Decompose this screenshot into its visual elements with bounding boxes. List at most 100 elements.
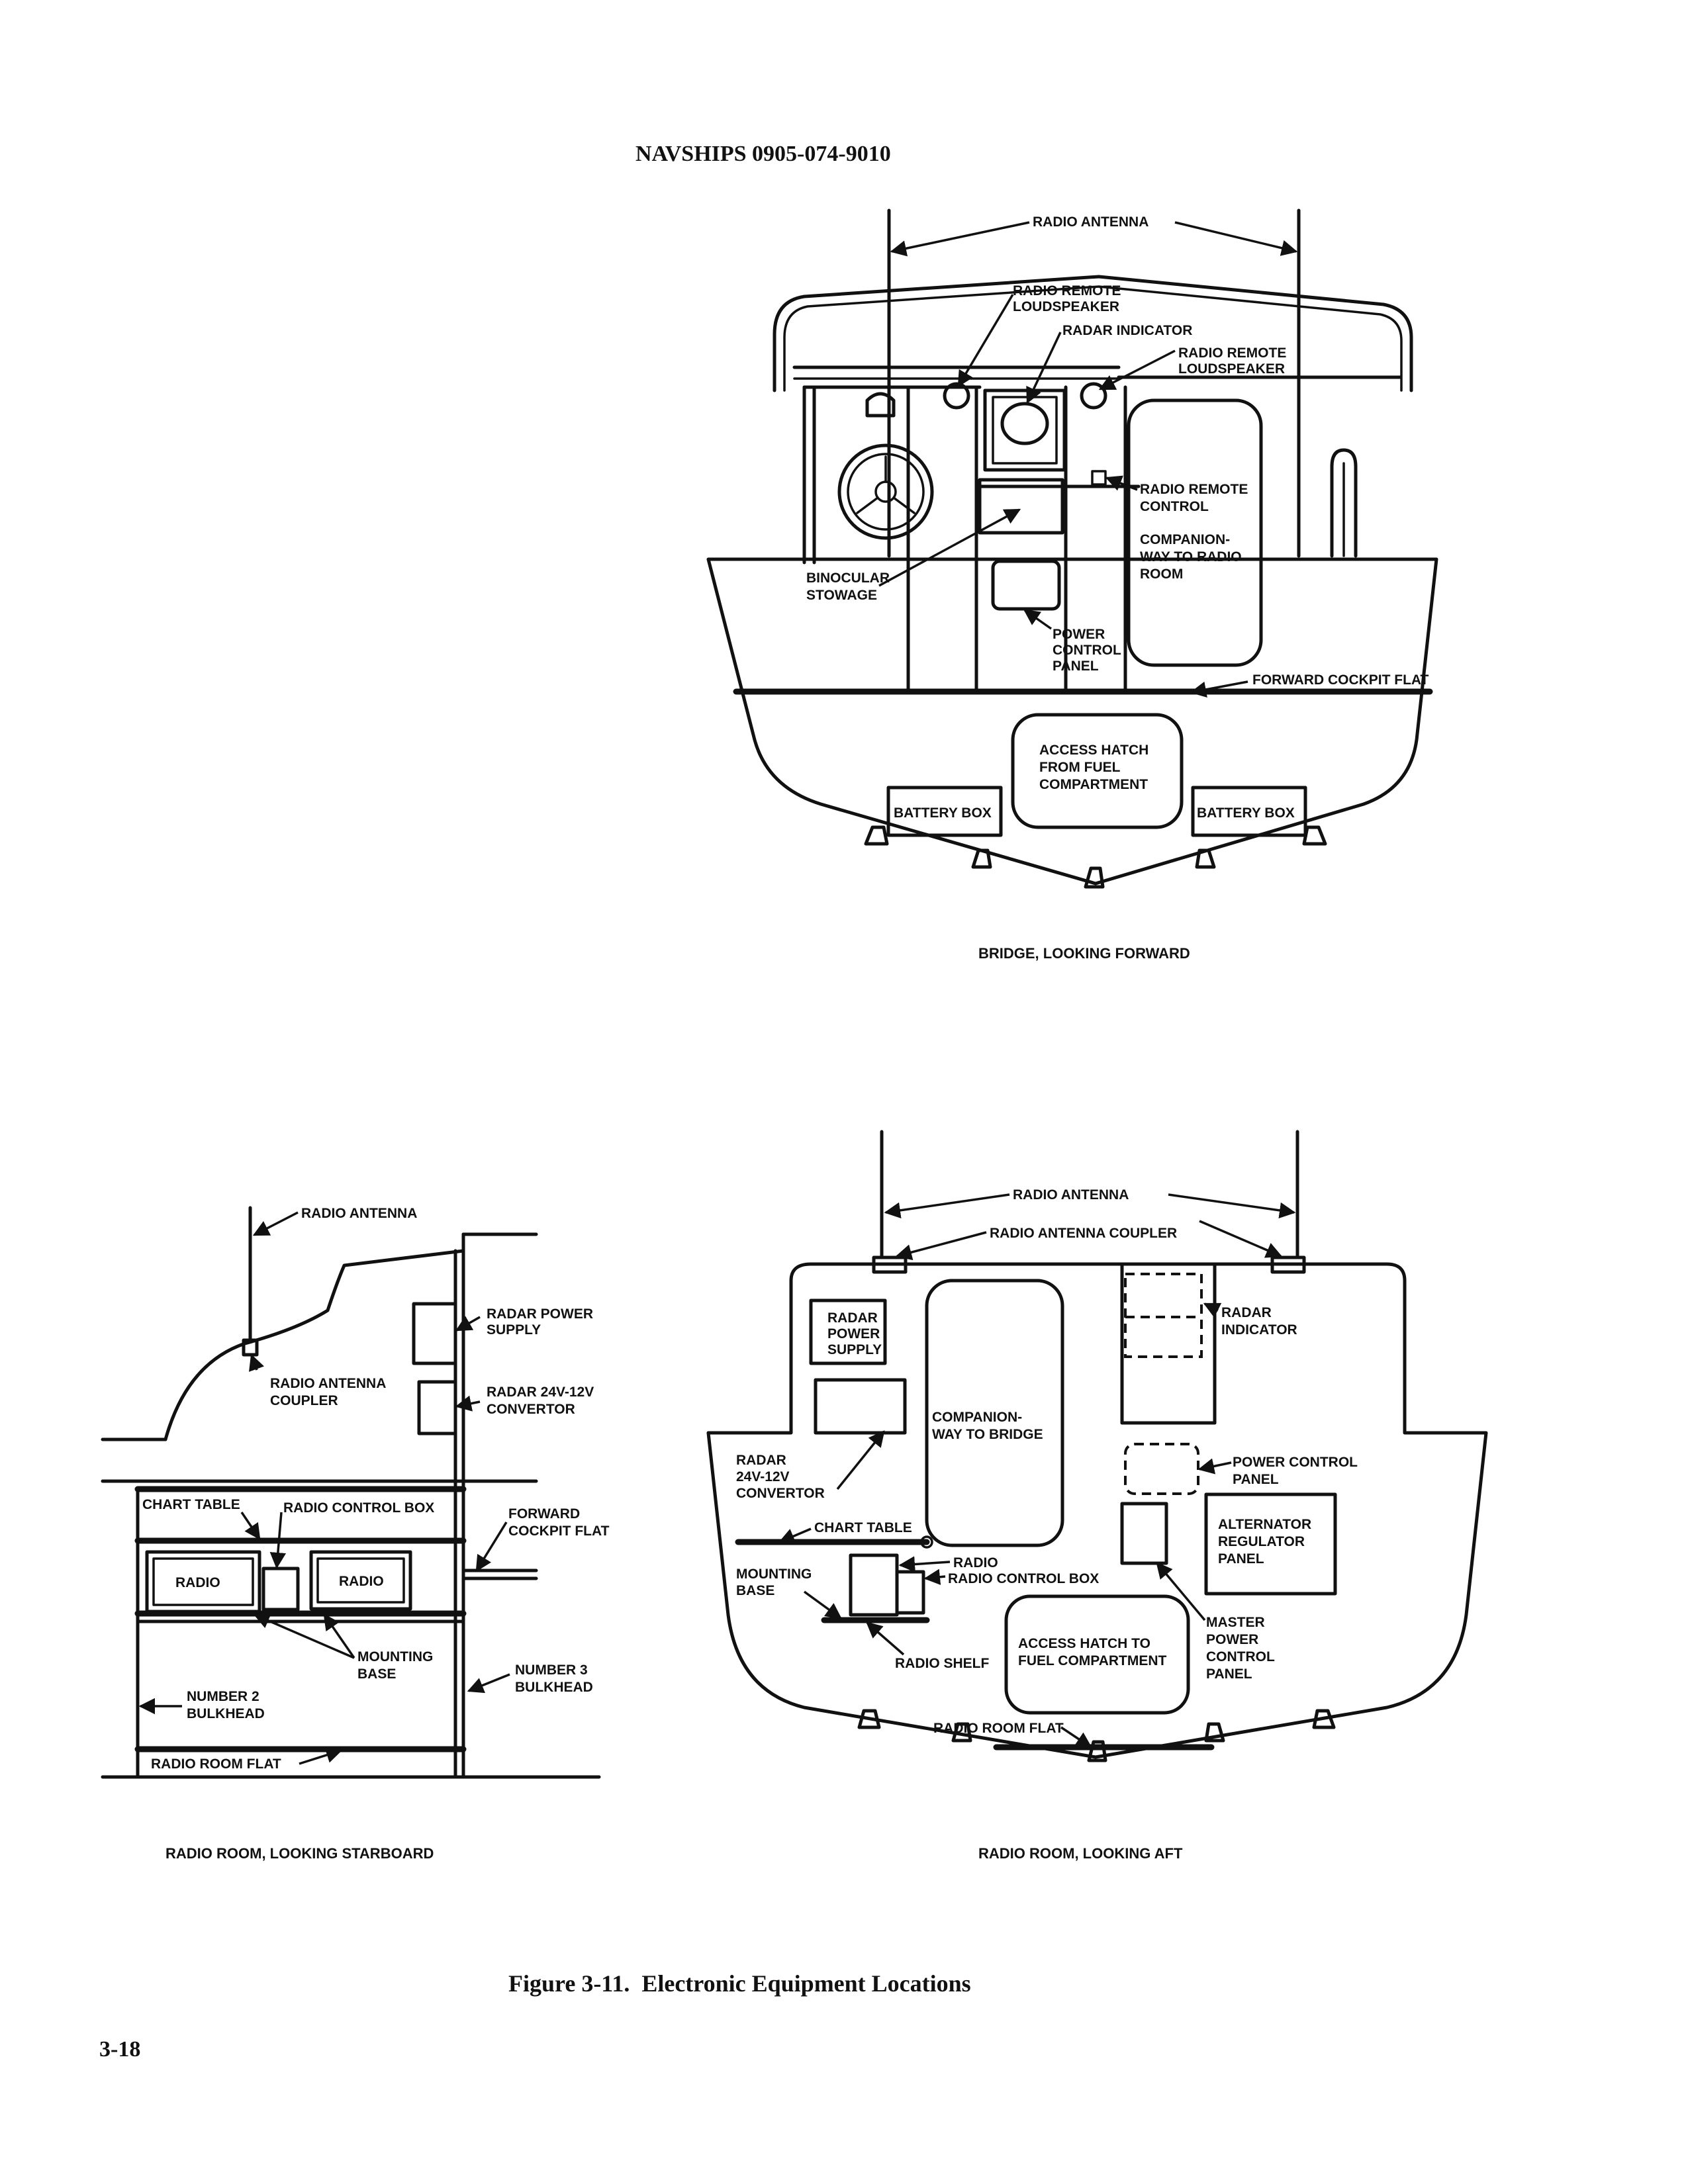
convertor-l1-label: RADAR 24V-12V <box>487 1385 594 1400</box>
bulkhead3-l1-label: NUMBER 3 <box>515 1662 588 1678</box>
antenna-arrow-left <box>890 221 1030 257</box>
alternator-l2-label: REGULATOR <box>1218 1534 1305 1549</box>
aft-radar-convertor <box>814 1378 907 1435</box>
bridge-hull <box>706 557 1438 886</box>
power-panel-l2-label: CONTROL <box>1053 643 1121 658</box>
binocular-stowage <box>978 478 1064 535</box>
loudspeaker-l1-label: RADIO REMOTE <box>1013 283 1121 298</box>
radio-label: RADIO <box>953 1555 998 1570</box>
aft-access-hatch <box>1004 1594 1190 1715</box>
access-hatch-l2-label: FROM FUEL <box>1039 760 1121 775</box>
radio-shelf-label: RADIO SHELF <box>895 1656 990 1671</box>
mounting-l2-label: BASE <box>357 1666 396 1682</box>
forward-cockpit-flat-label: FORWARD COCKPIT FLAT <box>1252 672 1429 688</box>
power-control-panel <box>991 559 1061 611</box>
companionway-l1-label: COMPANION- <box>932 1410 1022 1425</box>
steering-wheel <box>837 443 934 540</box>
radio-room-flat-label: RADIO ROOM FLAT <box>933 1721 1064 1736</box>
aft-power-control-panel <box>1124 1443 1199 1495</box>
radio-antenna-label: RADIO ANTENNA <box>301 1206 417 1221</box>
access-hatch-l1-label: ACCESS HATCH TO <box>1018 1636 1150 1651</box>
loudspeaker2-l2-label: LOUDSPEAKER <box>1178 361 1285 377</box>
radio-left <box>145 1550 261 1614</box>
radio-antenna-label: RADIO ANTENNA <box>1013 1187 1129 1203</box>
aft-radio <box>849 1553 899 1617</box>
bulkhead3-l2-label: BULKHEAD <box>515 1680 593 1695</box>
mounting-l1-label: MOUNTING <box>736 1567 812 1582</box>
compass-binnacle <box>865 392 896 418</box>
companionway-to-bridge <box>925 1279 1064 1547</box>
radar-power-l2-label: POWER <box>827 1326 880 1342</box>
starboard-caption: RADIO ROOM, LOOKING STARBOARD <box>165 1845 434 1862</box>
master-l2-label: POWER <box>1206 1632 1258 1647</box>
chart-table-label: CHART TABLE <box>814 1520 912 1535</box>
battery-box-left <box>886 786 1003 837</box>
mounting-l1-label: MOUNTING <box>357 1649 433 1664</box>
power-panel-l3-label: PANEL <box>1053 659 1099 674</box>
aft-radar-power-supply <box>809 1298 887 1365</box>
alternator-l1-label: ALTERNATOR <box>1218 1517 1311 1532</box>
remote-control-l1-label: RADIO REMOTE <box>1140 482 1248 497</box>
access-hatch <box>1011 713 1184 829</box>
companionway-l3-label: ROOM <box>1140 567 1183 582</box>
convertor-l3-label: CONVERTOR <box>736 1486 825 1501</box>
coupler-l1-label: RADIO ANTENNA <box>270 1376 386 1391</box>
bridge-view: RADIO ANTENNA RADIO REMOTE LOUDSPEAKER R… <box>706 208 1438 962</box>
mounting-l2-label: BASE <box>736 1583 774 1598</box>
antenna-arrow-right <box>1174 221 1298 256</box>
companionway-l1-label: COMPANION- <box>1140 532 1230 547</box>
radio-control-box <box>261 1567 300 1612</box>
battery-box-right <box>1191 786 1307 837</box>
remote-control-l2-label: CONTROL <box>1140 499 1209 514</box>
forward-flat-l1-label: FORWARD <box>508 1506 580 1522</box>
loudspeaker-left <box>943 382 970 410</box>
master-power-control-panel <box>1120 1502 1168 1565</box>
radar-power-l1-label: RADAR POWER <box>487 1306 593 1322</box>
battery-box-right-label: BATTERY BOX <box>1197 805 1295 821</box>
battery-box-left-label: BATTERY BOX <box>894 805 992 821</box>
alternator-regulator-panel <box>1204 1492 1337 1596</box>
aft-view: RADIO ANTENNA RADIO ANTENNA COUPLER RADA… <box>706 1130 1488 1862</box>
radar-indicator <box>983 388 1066 472</box>
forward-flat-l2-label: COCKPIT FLAT <box>508 1524 610 1539</box>
power-panel-l1-label: POWER CONTROL <box>1233 1455 1358 1470</box>
power-panel-l2-label: PANEL <box>1233 1472 1279 1487</box>
radar-indicator-label: RADAR INDICATOR <box>1062 323 1192 338</box>
cabin-roof <box>164 1249 465 1441</box>
loudspeaker-right <box>1080 382 1107 410</box>
radio-control-box-label: RADIO CONTROL BOX <box>948 1571 1099 1586</box>
alternator-l3-label: PANEL <box>1218 1551 1264 1567</box>
radio-right <box>309 1550 412 1611</box>
radar-indicator-l1-label: RADAR <box>1221 1305 1272 1320</box>
page-number: 3-18 <box>99 2037 140 2062</box>
master-l3-label: CONTROL <box>1206 1649 1275 1664</box>
radar-power-l1-label: RADAR <box>827 1310 878 1326</box>
aft-caption: RADIO ROOM, LOOKING AFT <box>978 1845 1183 1862</box>
companionway-to-radio-room <box>1127 398 1263 667</box>
radio-room-flat-label: RADIO ROOM FLAT <box>151 1756 281 1772</box>
radio-remote-control <box>1091 470 1107 486</box>
bulkhead2-l1-label: NUMBER 2 <box>187 1689 259 1704</box>
radio-right-label: RADIO <box>339 1574 384 1589</box>
companionway-l2-label: WAY TO RADIO <box>1140 549 1242 565</box>
canopy-frame <box>773 275 1413 392</box>
radar-power-supply <box>412 1302 457 1365</box>
aft-radio-control-box <box>895 1570 925 1615</box>
access-hatch-l3-label: COMPARTMENT <box>1039 777 1148 792</box>
master-l1-label: MASTER <box>1206 1615 1265 1630</box>
radio-left-label: RADIO <box>175 1575 220 1590</box>
bridge-caption: BRIDGE, LOOKING FORWARD <box>978 945 1190 962</box>
access-hatch-l2-label: FUEL COMPARTMENT <box>1018 1653 1167 1668</box>
bulkhead2-l2-label: BULKHEAD <box>187 1706 265 1721</box>
loudspeaker-l2-label: LOUDSPEAKER <box>1013 299 1119 314</box>
convertor-l2-label: 24V-12V <box>736 1469 790 1484</box>
access-hatch-l1-label: ACCESS HATCH <box>1039 743 1149 758</box>
binocular-l2-label: STOWAGE <box>806 588 877 603</box>
chart-table-label: CHART TABLE <box>142 1497 240 1512</box>
radio-antenna-label: RADIO ANTENNA <box>1033 214 1149 230</box>
radar-power-l3-label: SUPPLY <box>827 1342 882 1357</box>
radar-convertor <box>417 1380 457 1435</box>
power-panel-l1-label: POWER <box>1053 627 1105 642</box>
master-l4-label: PANEL <box>1206 1666 1252 1682</box>
